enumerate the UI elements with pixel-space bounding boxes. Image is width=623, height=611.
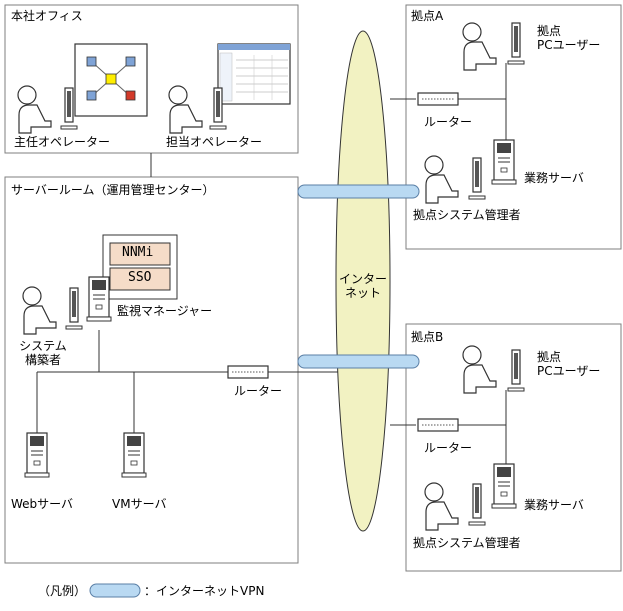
site-a-admin-label: 拠点システム管理者: [413, 208, 521, 222]
nnmi-box: [109, 242, 171, 266]
nnmi-label: NNMi: [122, 245, 154, 260]
web-server-label: Webサーバ: [11, 497, 74, 511]
system-builder-label-line2: 構築者: [24, 353, 61, 367]
legend-title: （凡例）: [38, 584, 87, 598]
network-map-screen: [74, 43, 148, 117]
head-office-title: 本社オフィス: [11, 9, 83, 23]
internet-label-line2: ネット: [344, 286, 381, 300]
site-b-pc-user-label-line2: PCユーザー: [537, 364, 601, 378]
server-room-title: サーバールーム（運用管理センター）: [11, 183, 215, 197]
site-a-business-server-label: 業務サーバ: [524, 171, 584, 185]
site-b-admin-label: 拠点システム管理者: [413, 536, 521, 550]
vm-server-label: VMサーバ: [112, 497, 167, 511]
site-a-business-server-icon: [491, 139, 517, 185]
sso-box: [109, 267, 171, 291]
chief-operator-label: 主任オペレーター: [14, 135, 111, 149]
server-room-router-icon: [227, 365, 269, 379]
site-b-router-icon: [417, 418, 459, 432]
system-builder-label-line1: システム: [19, 339, 67, 353]
vpn-tunnel-site-b: [297, 354, 420, 369]
site-a-pc-user-label: 拠点 PCユーザー: [537, 24, 600, 52]
monitoring-manager-server-icon: [86, 276, 112, 322]
vpn-tunnel-site-a: [297, 184, 420, 199]
site-a-pc-user-label-line2: PCユーザー: [537, 38, 601, 52]
internet-cloud: [335, 30, 391, 532]
site-b-pc-user-label: 拠点 PCユーザー: [537, 350, 600, 378]
site-a-router-icon: [417, 92, 459, 106]
monitoring-manager-label: 監視マネージャー: [117, 304, 213, 318]
internet-label: インター ネット: [333, 272, 393, 300]
site-b-title: 拠点B: [411, 330, 444, 344]
web-server-icon: [24, 432, 50, 478]
site-a-title: 拠点A: [411, 9, 444, 23]
vm-server-icon: [121, 432, 147, 478]
site-a-router-label: ルーター: [424, 115, 473, 129]
sso-label: SSO: [128, 270, 152, 285]
list-window-screen: [217, 43, 291, 105]
site-b-router-label: ルーター: [424, 441, 473, 455]
operator-label: 担当オペレーター: [166, 135, 263, 149]
legend-vpn-swatch: [89, 583, 141, 598]
system-builder-label: システム 構築者: [16, 339, 70, 367]
legend-vpn-label: ：インターネットVPN: [144, 584, 265, 598]
site-b-pc-user-label-line1: 拠点: [537, 350, 562, 364]
connection-lines: [36, 63, 507, 464]
site-a-pc-user-label-line1: 拠点: [537, 24, 562, 38]
server-room-router-label: ルーター: [234, 384, 283, 398]
internet-label-line1: インター: [338, 272, 387, 286]
site-b-business-server-icon: [491, 463, 517, 509]
site-b-business-server-label: 業務サーバ: [524, 498, 584, 512]
